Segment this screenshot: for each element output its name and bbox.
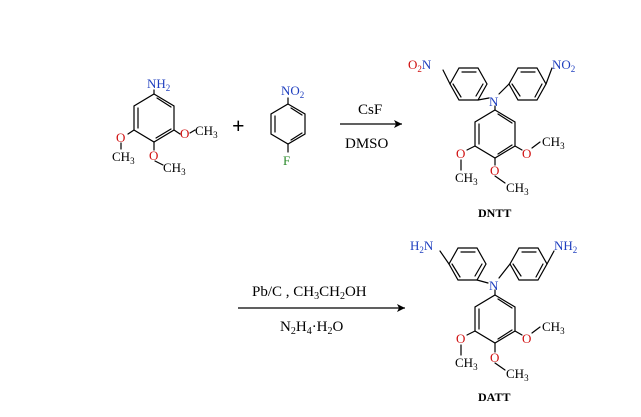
benzene-ring xyxy=(508,67,547,101)
methoxy-mid-methyl: CH3 xyxy=(506,180,529,197)
methoxy-left-oxygen: O xyxy=(116,130,125,145)
methoxy-mid-oxygen: O xyxy=(149,148,158,163)
amine-label: NH2 xyxy=(147,76,170,93)
methoxy-left-oxygen: O xyxy=(456,331,465,346)
compound-name-dntt: DNTT xyxy=(478,206,511,220)
reaction-arrow-2: Pb/C , CH3CH2OH N2H4·H2O xyxy=(238,284,405,337)
methoxy-left-methyl: CH3 xyxy=(455,170,478,187)
reagent-dmso: DMSO xyxy=(345,136,389,152)
fluoro-label: F xyxy=(283,153,290,168)
benzene-ring xyxy=(474,109,516,159)
product-dntt: N O2N NO2 O CH3 O CH3 O CH3 DNTT xyxy=(408,57,575,220)
nitro-left-label: O2N xyxy=(408,57,432,74)
reactant-trimethoxyaniline: NH2 O CH3 O CH3 O CH3 xyxy=(112,76,218,177)
methoxy-mid-oxygen: O xyxy=(490,350,499,365)
benzene-ring xyxy=(449,67,488,101)
compound-name-datt: DATT xyxy=(478,390,510,404)
methoxy-mid-oxygen: O xyxy=(490,163,499,178)
methoxy-right-methyl: CH3 xyxy=(542,134,565,151)
benzene-ring xyxy=(133,93,175,143)
methoxy-left-oxygen: O xyxy=(456,146,465,161)
nitro-label: NO2 xyxy=(281,83,304,100)
benzene-ring xyxy=(448,247,487,281)
benzene-ring xyxy=(509,247,548,281)
nitro-right-label: NO2 xyxy=(552,57,575,74)
reagent-pbc-ethanol: Pb/C , CH3CH2OH xyxy=(252,284,367,302)
amine-n-center: N xyxy=(489,94,499,109)
reactant-fluoronitrobenzene: NO2 F xyxy=(270,83,306,168)
methoxy-right-oxygen: O xyxy=(522,146,531,161)
methoxy-right-methyl: CH3 xyxy=(542,319,565,336)
methoxy-left-methyl: CH3 xyxy=(455,355,478,372)
methoxy-right-oxygen: O xyxy=(522,331,531,346)
methoxy-mid-methyl: CH3 xyxy=(163,160,186,177)
methoxy-right-methyl: CH3 xyxy=(195,123,218,140)
methoxy-left-methyl: CH3 xyxy=(112,149,135,166)
reaction-arrow-1: CsF DMSO xyxy=(340,102,402,152)
reagent-hydrazine-hydrate: N2H4·H2O xyxy=(280,319,344,337)
reagent-csf: CsF xyxy=(358,102,382,118)
plus-sign: + xyxy=(232,113,245,138)
amine-left-label: H2N xyxy=(410,238,434,255)
benzene-ring xyxy=(270,103,306,145)
methoxy-right-oxygen: O xyxy=(180,126,189,141)
benzene-ring xyxy=(474,294,516,344)
amine-n-center: N xyxy=(489,278,499,293)
product-datt: N H2N NH2 O CH3 O CH3 O CH3 DATT xyxy=(410,238,577,404)
amine-right-label: NH2 xyxy=(554,238,577,255)
methoxy-mid-methyl: CH3 xyxy=(506,366,529,383)
